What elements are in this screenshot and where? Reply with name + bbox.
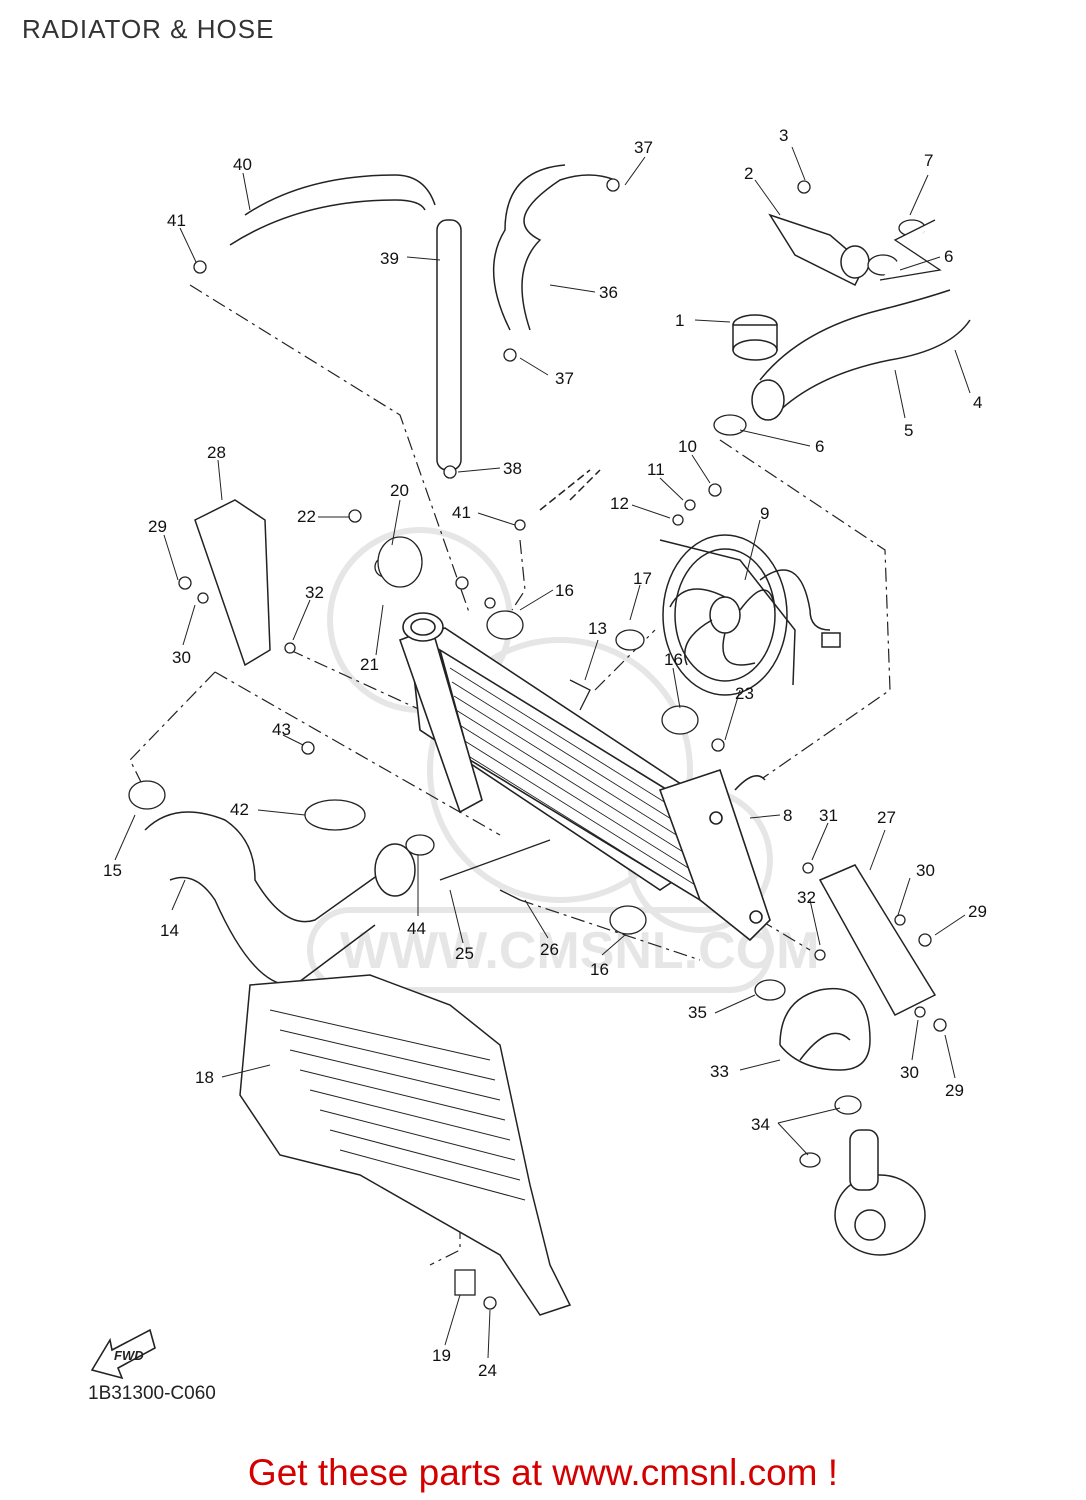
callout-27: 27 — [877, 808, 896, 827]
thermostat-housing — [732, 213, 870, 361]
callout-16: 16 — [590, 960, 609, 979]
callout-16: 16 — [664, 650, 683, 669]
part-callouts: 1 2 3 4 5 6 6 7 8 9 10 11 12 13 14 15 16… — [103, 126, 987, 1380]
callout-37: 37 — [634, 138, 653, 157]
callout-21: 21 — [360, 655, 379, 674]
leader-lines — [114, 146, 971, 1359]
callout-29: 29 — [968, 902, 987, 921]
callout-44: 44 — [407, 919, 426, 938]
callout-30: 30 — [900, 1063, 919, 1082]
assembly-lines — [129, 284, 891, 1266]
cooling-fan — [659, 534, 841, 696]
callout-23: 23 — [735, 684, 754, 703]
callout-9: 9 — [760, 504, 769, 523]
hardware — [128, 178, 947, 1310]
callout-24: 24 — [478, 1361, 497, 1380]
callout-3: 3 — [779, 126, 788, 145]
oil-cooler — [834, 1129, 926, 1256]
page-title: RADIATOR & HOSE — [22, 14, 275, 44]
callout-32: 32 — [797, 888, 816, 907]
callout-5: 5 — [904, 421, 913, 440]
callout-36: 36 — [599, 283, 618, 302]
callout-4: 4 — [973, 393, 982, 412]
callout-19: 19 — [432, 1346, 451, 1365]
radiator-guard — [239, 974, 572, 1316]
callout-28: 28 — [207, 443, 226, 462]
callout-2: 2 — [744, 164, 753, 183]
callout-18: 18 — [195, 1068, 214, 1087]
callout-20: 20 — [390, 481, 409, 500]
callout-13: 13 — [588, 619, 607, 638]
callout-33: 33 — [710, 1062, 729, 1081]
drawing-code: 1B31300-C060 — [88, 1383, 216, 1404]
cmsnl-watermark: WWW.CMSNL.COM — [307, 527, 819, 993]
callout-6: 6 — [944, 247, 953, 266]
callout-29: 29 — [945, 1081, 964, 1100]
callout-37: 37 — [555, 369, 574, 388]
callout-8: 8 — [783, 806, 792, 825]
callout-41: 41 — [167, 211, 186, 230]
fwd-label: FWD — [114, 1348, 144, 1363]
callout-16: 16 — [555, 581, 574, 600]
callout-1: 1 — [675, 311, 684, 330]
fwd-arrow-icon: FWD — [90, 1328, 156, 1380]
callout-41: 41 — [452, 503, 471, 522]
callout-38: 38 — [503, 459, 522, 478]
callout-29: 29 — [148, 517, 167, 536]
callout-39: 39 — [380, 249, 399, 268]
callout-30: 30 — [916, 861, 935, 880]
callout-10: 10 — [678, 437, 697, 456]
callout-11: 11 — [647, 460, 665, 479]
callout-35: 35 — [688, 1003, 707, 1022]
callout-14: 14 — [160, 921, 179, 940]
callout-34: 34 — [751, 1115, 770, 1134]
radiator-core — [398, 612, 771, 942]
hoses — [144, 164, 971, 1071]
callout-17: 17 — [633, 569, 652, 588]
side-brackets — [194, 499, 937, 1016]
callout-40: 40 — [233, 155, 252, 174]
callout-12: 12 — [610, 494, 629, 513]
callout-6: 6 — [815, 437, 824, 456]
callout-32: 32 — [305, 583, 324, 602]
callout-30: 30 — [172, 648, 191, 667]
callout-31: 31 — [819, 806, 838, 825]
callout-43: 43 — [272, 720, 291, 739]
cta-link[interactable]: Get these parts at www.cmsnl.com ! — [247, 1452, 839, 1493]
callout-25: 25 — [455, 944, 474, 963]
callout-15: 15 — [103, 861, 122, 880]
callout-26: 26 — [540, 940, 559, 959]
callout-22: 22 — [297, 507, 316, 526]
callout-42: 42 — [230, 800, 249, 819]
callout-7: 7 — [924, 151, 933, 170]
